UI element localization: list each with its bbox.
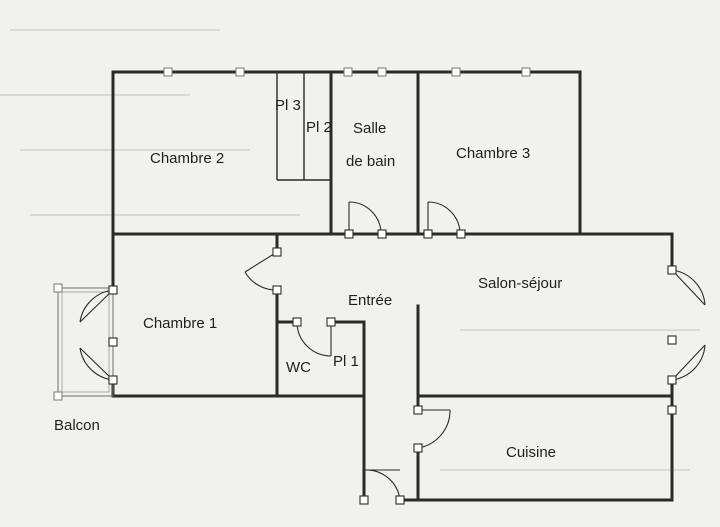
label-entree: Entrée bbox=[348, 292, 392, 309]
doors bbox=[79, 201, 706, 501]
label-salle-line2: de bain bbox=[346, 153, 395, 170]
label-salon-sejour: Salon-séjour bbox=[478, 275, 562, 292]
posts bbox=[53, 67, 677, 505]
label-balcon: Balcon bbox=[54, 417, 100, 434]
label-salle-line1: Salle bbox=[353, 120, 386, 137]
label-chambre-3: Chambre 3 bbox=[456, 145, 530, 162]
walls bbox=[111, 70, 674, 502]
balcony bbox=[57, 287, 114, 397]
label-chambre-1: Chambre 1 bbox=[143, 315, 217, 332]
label-pl1: Pl 1 bbox=[333, 353, 359, 370]
background-bleed bbox=[0, 29, 700, 471]
label-pl3: Pl 3 bbox=[275, 97, 301, 114]
label-cuisine: Cuisine bbox=[506, 444, 556, 461]
closets bbox=[276, 72, 331, 181]
label-wc: WC bbox=[286, 359, 311, 376]
label-chambre-2: Chambre 2 bbox=[150, 150, 224, 167]
room-labels: Chambre 2 Chambre 3 Salle de bain Pl 3 P… bbox=[54, 97, 562, 461]
label-pl2: Pl 2 bbox=[306, 119, 332, 136]
